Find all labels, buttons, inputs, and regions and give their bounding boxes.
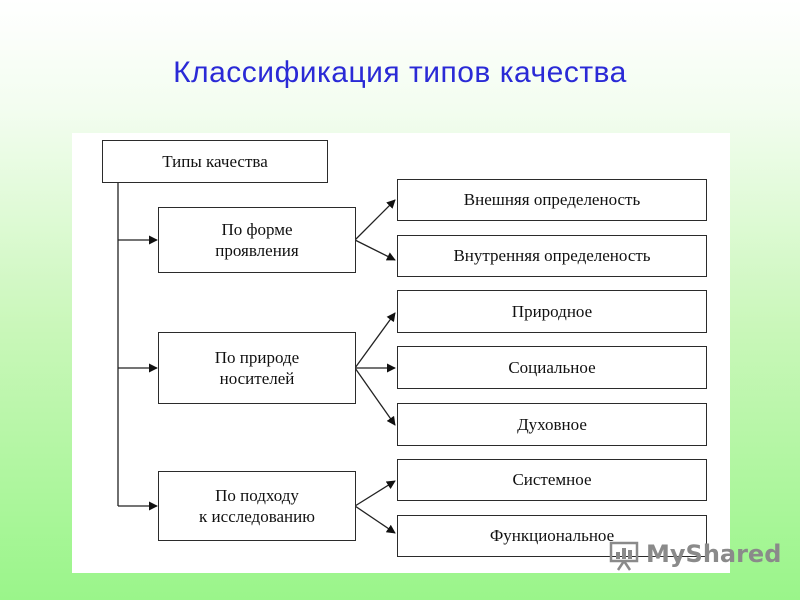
item-box-natural: Природное [397, 290, 707, 333]
group-label-form: По форме проявления [215, 219, 299, 260]
arrow-g3-item-2 [354, 505, 396, 534]
arrow-g1-item-2 [354, 239, 396, 261]
group-box-form: По форме проявления [158, 207, 356, 273]
item-label-external: Внешняя определеность [463, 190, 641, 210]
arrow-g1-item-1 [354, 199, 396, 241]
group-box-approach: По подходу к исследованию [158, 471, 356, 541]
presentation-icon [609, 541, 639, 571]
item-box-social: Социальное [397, 346, 707, 389]
item-box-functional: Функциональное [397, 515, 707, 557]
item-box-external: Внешняя определеность [397, 179, 707, 221]
group-label-nature: По природе носителей [214, 347, 300, 388]
diagram-panel: Типы качества По форме проявления По при… [72, 133, 730, 573]
item-label-functional: Функциональное [489, 526, 615, 546]
watermark-text: MyShared [646, 540, 782, 568]
arrow-g3-item-1 [354, 480, 396, 507]
group-box-nature: По природе носителей [158, 332, 356, 404]
slide-title: Классификация типов качества [173, 56, 627, 89]
item-box-internal: Внутренняя определеность [397, 235, 707, 277]
watermark-logo: MyShared [608, 536, 781, 572]
root-box: Типы качества [102, 140, 328, 183]
item-label-natural: Природное [511, 301, 593, 321]
item-label-systemic: Системное [512, 470, 592, 490]
item-box-systemic: Системное [397, 459, 707, 501]
item-label-social: Социальное [508, 357, 596, 377]
item-label-spiritual: Духовное [517, 414, 587, 434]
arrow-g2-item-3 [354, 367, 396, 426]
connector-lines [117, 181, 396, 534]
item-label-internal: Внутренняя определеность [453, 246, 651, 266]
root-label: Типы качества [162, 151, 268, 171]
group-label-approach: По подходу к исследованию [199, 485, 315, 526]
arrow-g2-item-1 [354, 312, 396, 369]
item-box-spiritual: Духовное [397, 403, 707, 446]
